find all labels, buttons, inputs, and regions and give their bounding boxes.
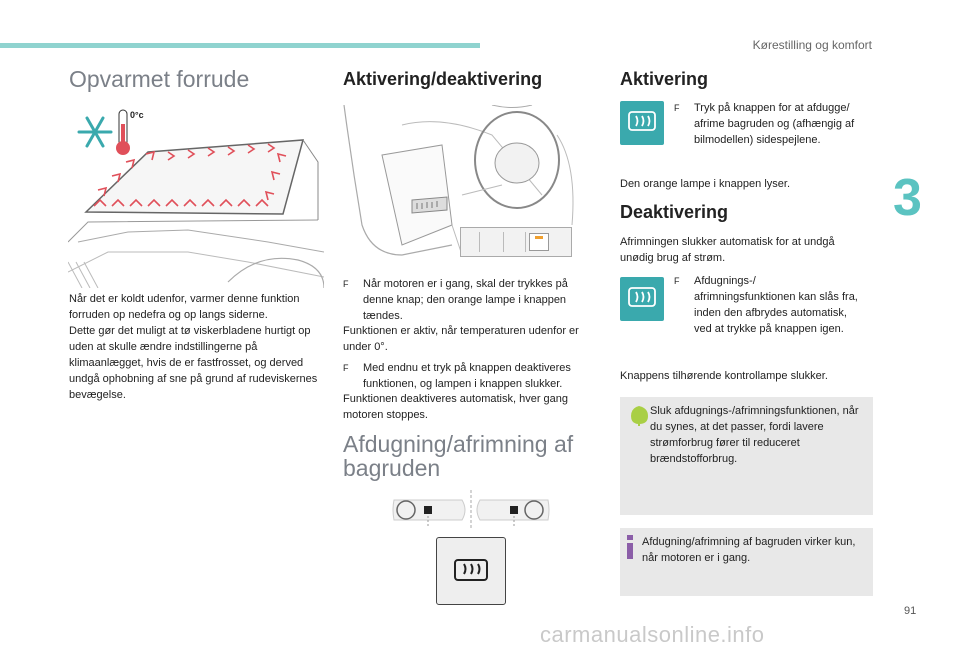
bullet-activate: F Når motoren er i gang, skal der trykke… [343,278,568,322]
eco-tip-icon [631,406,648,426]
section-title-deactivation: Deaktivering [620,202,729,222]
rear-defrost-icon [628,111,656,131]
section-title-heated-windscreen: Opvarmet forrude [69,66,250,92]
rear-defrost-icon [628,287,656,307]
bullet-deactivate: F Med endnu et tryk på knappen deaktiver… [343,362,571,390]
bullet-marker-icon: F [343,363,349,373]
page-number: 91 [904,605,917,617]
section-title-activation: Aktivering [620,69,709,89]
eco-tip-box: Sluk afdugnings-/afrimningsfunktionen, n… [620,397,873,515]
running-header: Kørestilling og komfort [752,38,872,52]
auto-off-note: Afrimningen slukker automatisk for at un… [620,236,835,264]
rear-window-switch-illustration [392,490,550,530]
bullet-marker-icon: F [343,279,349,289]
info-icon [627,535,633,559]
section-title-activation-deactivation: Aktivering/deaktivering [343,69,543,89]
orange-lamp-note: Den orange lampe i knappen lyser. [620,178,790,190]
heated-windscreen-illustration: 0°c [68,109,324,288]
activation-note: Funktionen er aktiv, når temperaturen ud… [343,325,579,353]
rear-defrost-button-large[interactable] [436,537,506,605]
rear-defrost-icon [454,559,488,581]
temperature-label: 0°c [130,110,144,120]
info-box: Afdugning/afrimning af bagruden virker k… [620,528,873,596]
bullet-marker-icon: F [674,276,680,286]
deactivation-note: Funktionen deaktiveres automatisk, hver … [343,393,569,421]
header-accent-bar [0,43,480,48]
heated-windscreen-description: Når det er koldt udenfor, varmer denne f… [69,293,318,401]
bullet-marker-icon: F [674,103,680,113]
bullet-deactivation: F Afdugnings-/ afrimningsfunktionen kan … [674,275,858,335]
info-text: Afdugning/afrimning af bagruden virker k… [642,536,856,564]
eco-tip-text: Sluk afdugnings-/afrimningsfunktionen, n… [650,405,859,465]
bullet-activation: F Tryk på knappen for at afdugge/ afrime… [674,102,855,146]
chapter-number: 3 [893,169,922,227]
rear-defrost-button-on [620,101,664,145]
orange-lamp-icon [535,236,543,239]
lamp-off-note: Knappens tilhørende kontrollampe slukker… [620,370,828,382]
rear-defrost-button-off [620,277,664,321]
windscreen-heat-button[interactable] [529,233,549,251]
climate-button-panel [460,227,572,257]
watermark: carmanualsonline.info [540,622,765,647]
section-title-rear-window: Afdugning/afrimning af bagruden [343,431,574,481]
dashboard-illustration [343,105,574,256]
